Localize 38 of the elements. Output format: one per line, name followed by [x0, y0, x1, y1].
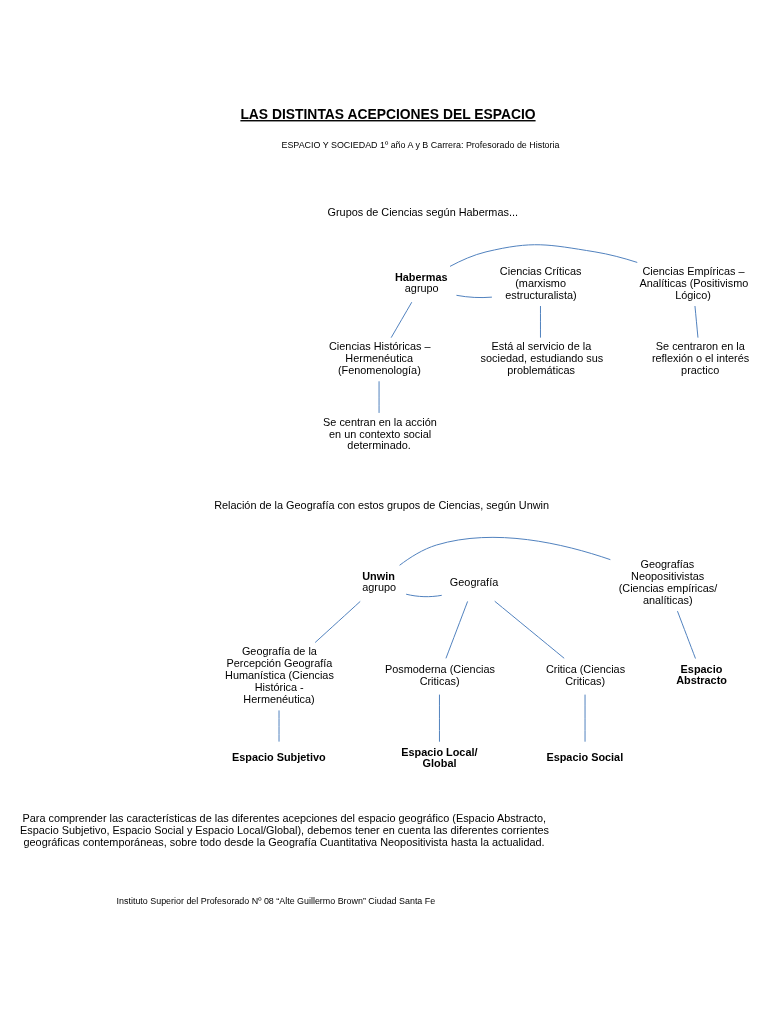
node-text: Espacio Subjetivo [231, 750, 326, 763]
connector [449, 243, 638, 267]
connector [584, 693, 586, 742]
node-text: Geografías Neopositivistas (Ciencias empíricas/ analíticas) [618, 557, 718, 606]
connector [399, 536, 611, 566]
connector [676, 610, 696, 659]
label: Instituto Superior del Profesorado Nº 08 “Alte Guillermo Brown” Ciudad Santa Fe [116, 895, 436, 906]
node-text: Geografía de la Percepción Geografía Humanística (Ciencias Histórica - Hermenéutica) [225, 644, 334, 705]
connector [390, 301, 413, 338]
connector [494, 600, 565, 659]
node-text: Geografía [449, 575, 499, 588]
node-text: Unwin agrupo [362, 569, 397, 593]
connector [694, 305, 699, 338]
connector [445, 600, 469, 659]
connector [378, 380, 380, 413]
connector [314, 600, 361, 643]
node-text: Posmoderna (Ciencias Criticas) [384, 662, 496, 687]
node-text: Habermas agrupo [394, 270, 448, 294]
node-text: Espacio Social [546, 750, 624, 763]
connector [405, 593, 443, 597]
node-text: Está al servicio de la sociedad, estudiando sus problemáticas [480, 339, 604, 376]
connector [278, 709, 280, 742]
connector [540, 305, 541, 338]
connector [455, 294, 493, 298]
connector [438, 693, 440, 742]
node-text: Espacio Abstracto [676, 662, 727, 686]
node-text: Critica (Ciencias Criticas) [545, 662, 626, 687]
node-text: Espacio Local/ Global [401, 745, 478, 769]
node-text: Se centraron en la reflexión o el interés practico [651, 339, 750, 376]
node-text: Ciencias Empíricas – Analíticas (Positivismo Lógico) [639, 264, 749, 301]
label: ESPACIO Y SOCIEDAD 1º año A y B Carrera: Profesorado de Historia [281, 139, 560, 150]
label: Para comprender las características de las diferentes acepciones del espacio geográfico (Espacio Abstracto, Espacio Subjetivo, Espacio Social y Espacio Local/Global), debemos tener en cuenta las diferentes corrientes geográficas contemporáneas, sobre todo desde la Geografía Cuantitativa Neopositivista hasta la actualidad. [20, 811, 549, 848]
diagram-title: LAS DISTINTAS ACEPCIONES DEL ESPACIO [240, 105, 536, 122]
node-text: Se centran en la acción en un contexto social determinado. [323, 415, 437, 451]
node-text: Ciencias Críticas (marxismo estructuralista) [499, 264, 582, 301]
node-text: Ciencias Históricas – Hermenéutica (Fenomenología) [329, 339, 431, 376]
label: Relación de la Geografía con estos grupos de Ciencias, según Unwin [214, 498, 550, 511]
label: Grupos de Ciencias según Habermas... [327, 205, 518, 218]
